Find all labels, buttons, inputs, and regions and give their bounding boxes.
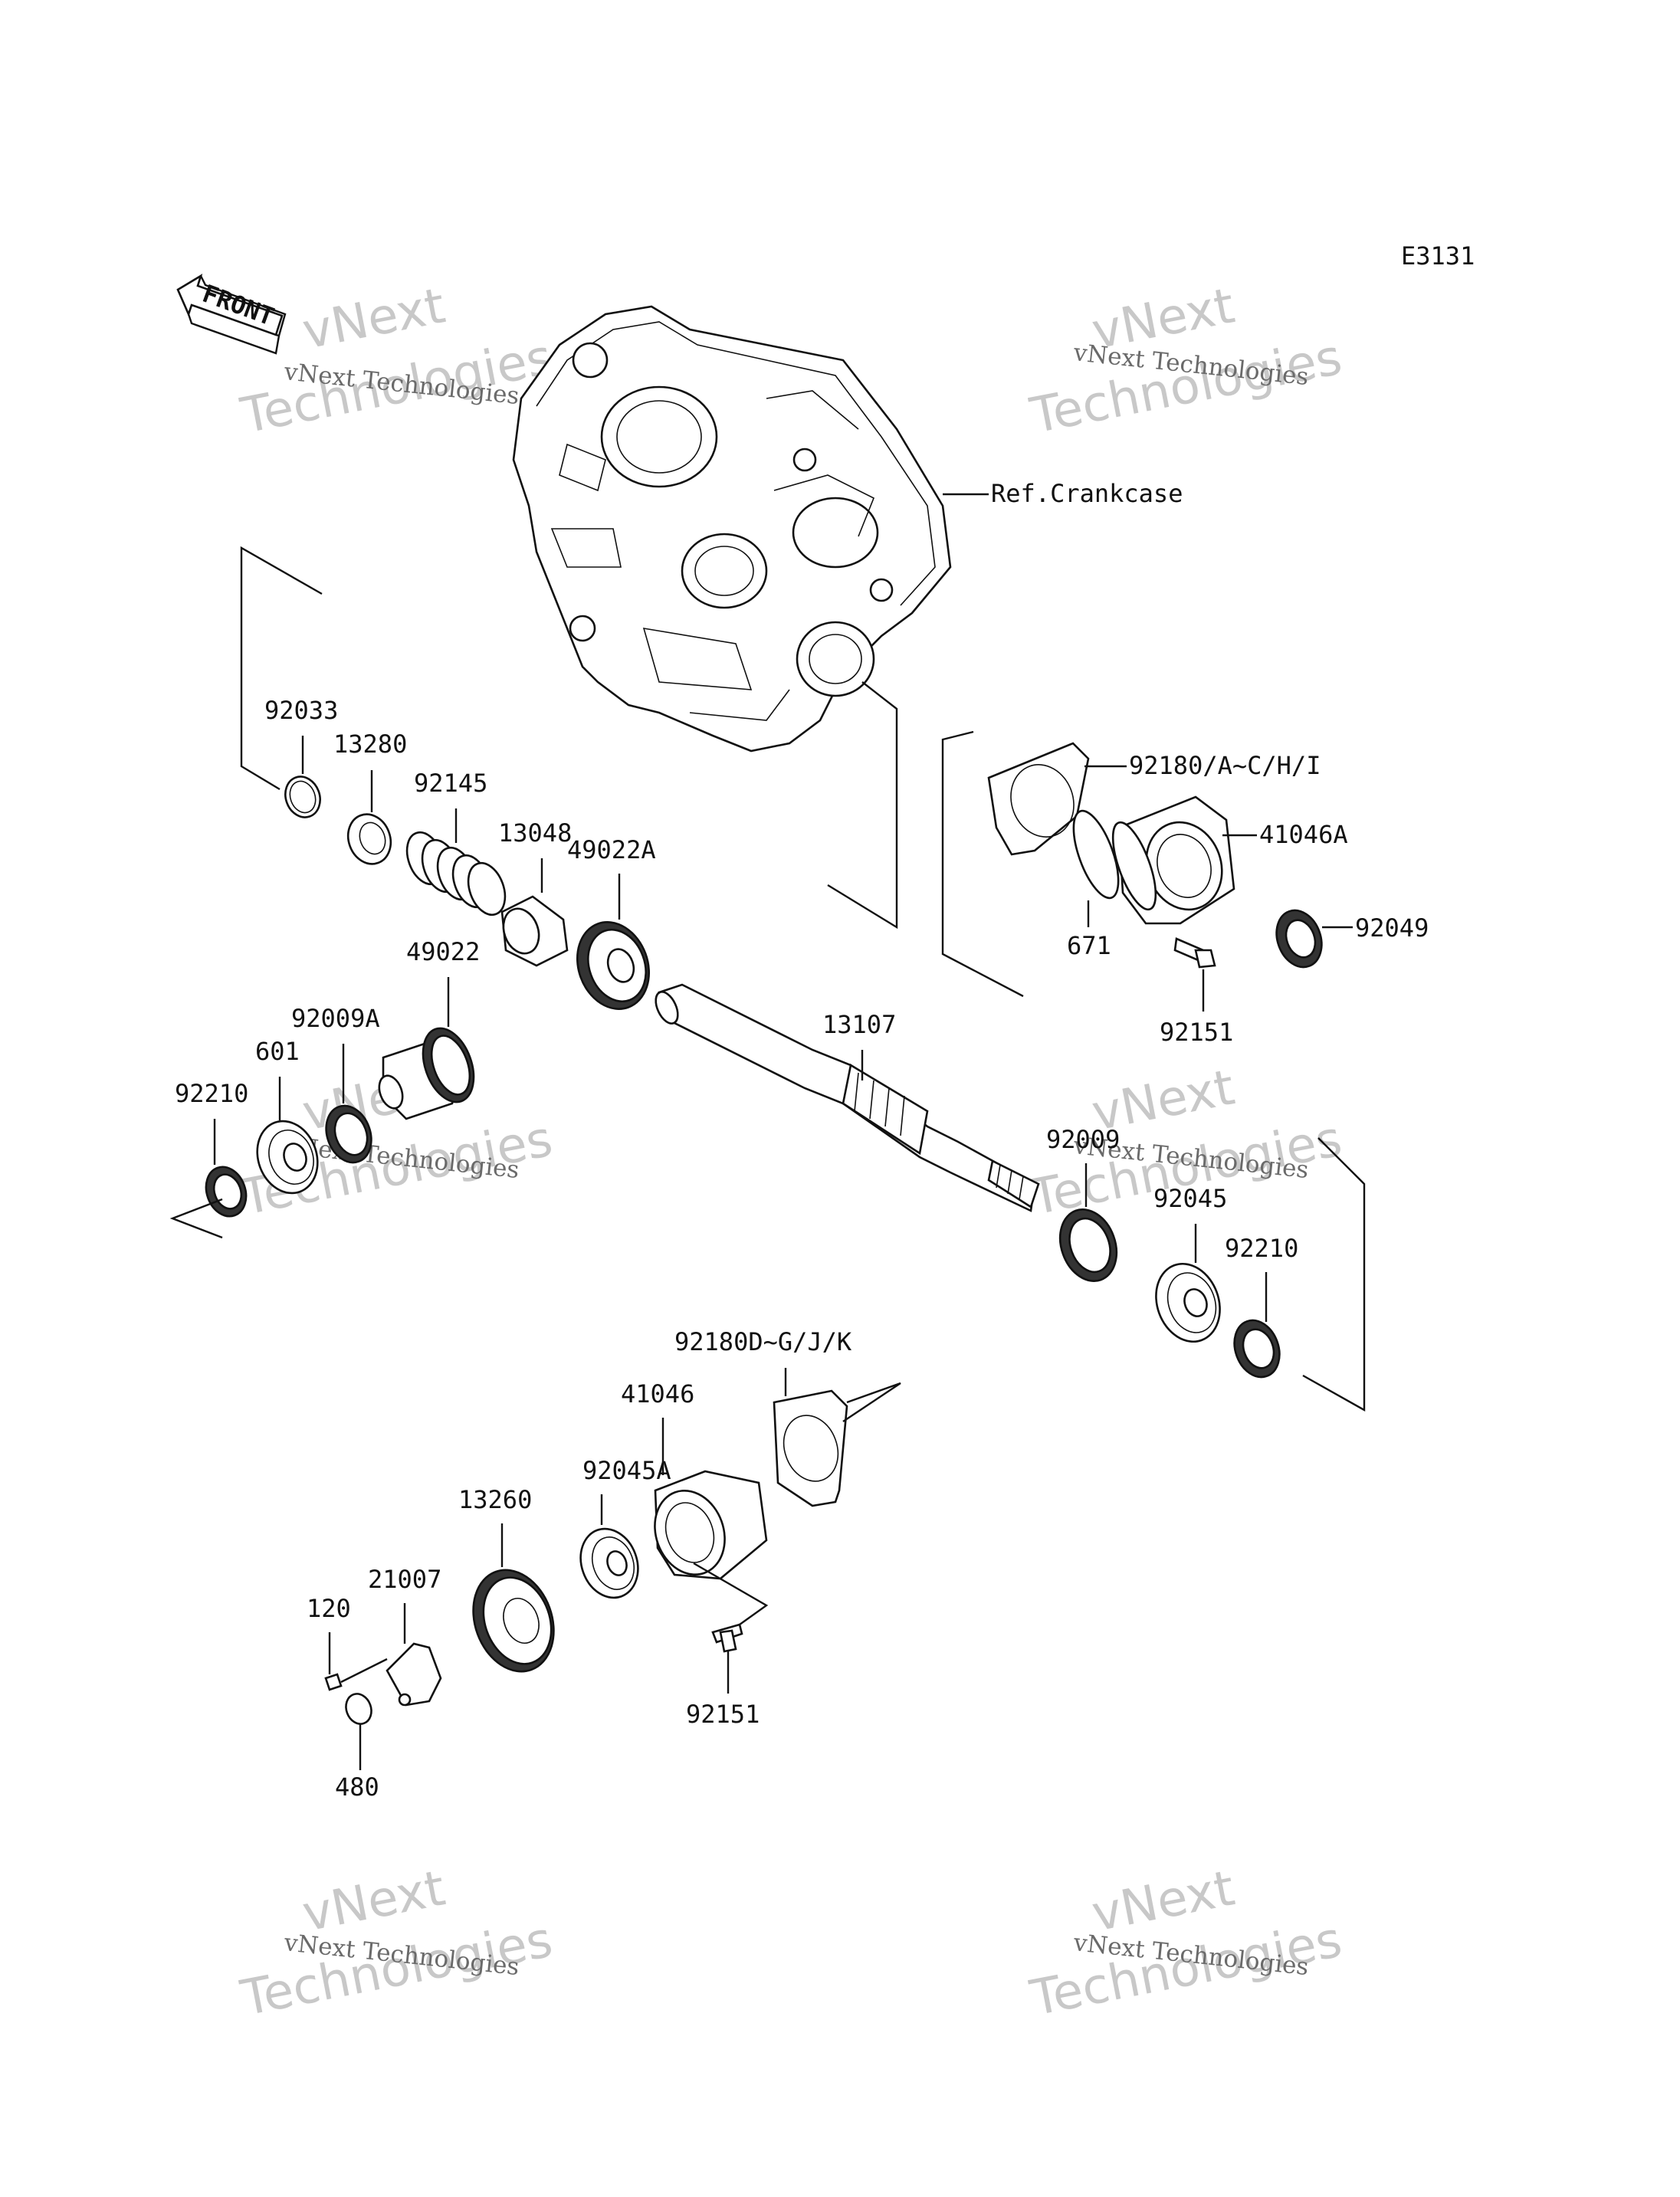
frame-line xyxy=(941,730,1024,998)
front-label: FRONT xyxy=(199,279,278,332)
leader-line xyxy=(340,1658,388,1684)
oring-671 xyxy=(1072,809,1120,900)
label-92045: 92045 xyxy=(1153,1184,1227,1213)
circlip-480 xyxy=(345,1693,372,1725)
gasket-92180D xyxy=(773,1389,848,1507)
label-671: 671 xyxy=(1067,931,1111,960)
crankcase-label: Ref.Crankcase xyxy=(991,479,1183,508)
watermark-top-right: vNext Technologies vNext Technologies xyxy=(1025,277,1347,445)
bearing-601 xyxy=(256,1120,319,1195)
label-13260: 13260 xyxy=(458,1485,532,1514)
washer-92009A xyxy=(325,1104,372,1164)
label-92180-D: 92180D~G/J/K xyxy=(674,1327,852,1356)
label-49022: 49022 xyxy=(406,937,480,966)
label-92210-left: 92210 xyxy=(175,1079,248,1108)
label-92145: 92145 xyxy=(414,769,487,798)
gear-49022A xyxy=(576,921,651,1010)
seal-92049 xyxy=(1275,909,1323,969)
watermark-brand: vNext xyxy=(298,277,450,360)
shaft-13107 xyxy=(655,983,1040,1212)
label-92151-bottom: 92151 xyxy=(686,1700,760,1729)
label-92180-A: 92180/A~C/H/I xyxy=(1129,751,1321,780)
watermark-bottom-right: vNext Technologies vNext Technologies xyxy=(1025,1860,1347,2028)
gasket-92180 xyxy=(987,742,1090,856)
label-21007: 21007 xyxy=(368,1565,441,1594)
label-13280: 13280 xyxy=(333,730,407,759)
label-92009A: 92009A xyxy=(291,1004,380,1033)
label-120: 120 xyxy=(307,1594,351,1623)
bearing-92045 xyxy=(1155,1262,1221,1343)
label-92210-right: 92210 xyxy=(1225,1234,1298,1263)
label-92151-top: 92151 xyxy=(1160,1018,1233,1047)
label-92045A: 92045A xyxy=(582,1456,671,1485)
label-92049: 92049 xyxy=(1355,913,1429,943)
seal-92210-right xyxy=(1233,1319,1281,1379)
plate-21007 xyxy=(386,1642,442,1707)
washer-92009 xyxy=(1058,1208,1118,1282)
gear-49022 xyxy=(378,1027,475,1120)
spring-92145 xyxy=(405,831,507,917)
watermark-bottom-left: vNext Technologies vNext Technologies xyxy=(236,1860,557,2028)
watermark-brand: vNext xyxy=(298,1860,450,1943)
circlip-92033 xyxy=(284,776,321,818)
label-13107: 13107 xyxy=(822,1010,896,1039)
diagram-code: E3131 xyxy=(1401,241,1475,271)
bolt-92151-bottom xyxy=(711,1623,743,1653)
label-49022A: 49022A xyxy=(567,835,656,864)
housing-41046A xyxy=(1111,795,1235,925)
leader-line xyxy=(693,1562,769,1625)
frame-line xyxy=(240,546,323,791)
cam-13048 xyxy=(500,895,569,967)
watermark-top-left: vNext Technologies vNext Technologies xyxy=(236,277,557,445)
frame-line xyxy=(842,1382,901,1422)
bolt-92151-top xyxy=(1173,937,1216,969)
frame-line xyxy=(169,1198,223,1239)
housing-41046 xyxy=(654,1470,768,1580)
frame-line xyxy=(827,681,898,930)
label-601: 601 xyxy=(255,1037,300,1066)
watermark-brand: vNext xyxy=(1088,1860,1239,1943)
label-92009: 92009 xyxy=(1046,1125,1120,1154)
gear-13260 xyxy=(472,1569,555,1673)
label-480: 480 xyxy=(335,1772,379,1802)
label-13048: 13048 xyxy=(498,818,572,848)
bearing-92045A xyxy=(579,1527,639,1599)
label-41046A: 41046A xyxy=(1259,820,1348,849)
crankcase-illustration xyxy=(512,305,952,753)
front-arrow-icon: FRONT xyxy=(176,274,287,355)
frame-line xyxy=(1302,1137,1366,1412)
collar-13280 xyxy=(346,813,392,865)
label-92033: 92033 xyxy=(264,696,338,725)
label-41046: 41046 xyxy=(621,1379,694,1408)
bolt-120 xyxy=(324,1673,343,1691)
